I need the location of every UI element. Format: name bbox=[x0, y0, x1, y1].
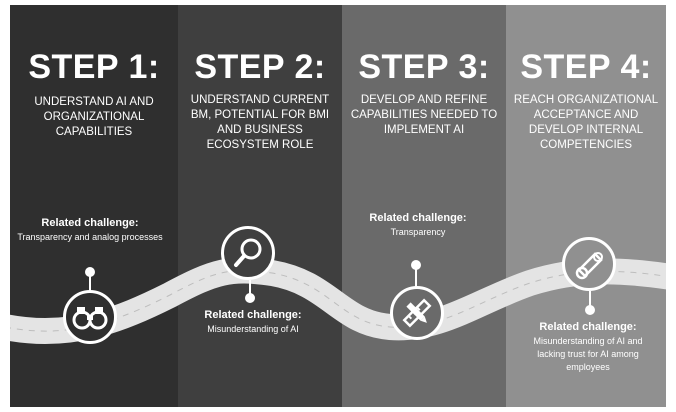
step-3-title: STEP 3: bbox=[358, 48, 490, 86]
step-2-challenge-label: Related challenge: bbox=[204, 309, 302, 321]
step-3-pin-line bbox=[415, 267, 417, 289]
step-4-panel: STEP 4: REACH ORGANIZATIONAL ACCEPTANCE … bbox=[506, 5, 666, 407]
step-4-challenge-label: Related challenge: bbox=[539, 321, 637, 333]
step-4-pin-dot bbox=[585, 305, 595, 315]
step-4-pin-line bbox=[589, 291, 591, 309]
magnifier-icon bbox=[221, 226, 275, 280]
step-1-pin-line bbox=[89, 273, 91, 295]
binoculars-icon bbox=[63, 290, 117, 344]
step-3-panel: STEP 3: DEVELOP AND REFINE CAPABILITIES … bbox=[342, 5, 506, 407]
step-3-challenge-text: Transparency bbox=[390, 227, 446, 237]
step-2-description: UNDERSTAND CURRENT BM, POTENTIAL FOR BMI… bbox=[190, 94, 330, 151]
step-1-title: STEP 1: bbox=[28, 48, 160, 86]
step-3-challenge: Related challenge: Transparency bbox=[348, 211, 488, 239]
step-2-pin-dot bbox=[245, 293, 255, 303]
step-2-pin-line bbox=[249, 280, 251, 298]
step-4-title: STEP 4: bbox=[520, 48, 652, 86]
step-3-challenge-label: Related challenge: bbox=[369, 212, 467, 224]
step-1-challenge-text: Transparency and analog processes bbox=[17, 232, 163, 242]
roadmap-diagram: STEP 1: UNDERSTAND AI AND ORGANIZATIONAL… bbox=[10, 5, 666, 407]
step-3-description: DEVELOP AND REFINE CAPABILITIES NEEDED T… bbox=[350, 94, 498, 136]
winding-road bbox=[10, 257, 666, 345]
step-1-challenge: Related challenge: Transparency and anal… bbox=[10, 216, 170, 244]
step-1-pin-dot bbox=[85, 267, 95, 277]
step-4-description: REACH ORGANIZATIONAL ACCEPTANCE AND DEVE… bbox=[513, 94, 659, 151]
ruler-pencil-icon bbox=[390, 286, 444, 340]
scroll-icon bbox=[562, 237, 616, 291]
step-2-title: STEP 2: bbox=[194, 48, 326, 86]
road-centerline bbox=[10, 270, 666, 332]
step-1-challenge-label: Related challenge: bbox=[41, 217, 139, 229]
step-4-challenge-text: Misunderstanding of AI and lacking trust… bbox=[533, 336, 643, 372]
step-1-description: UNDERSTAND AI AND ORGANIZATIONAL CAPABIL… bbox=[34, 96, 154, 138]
step-2-challenge: Related challenge: Misunderstanding of A… bbox=[178, 308, 328, 336]
step-4-challenge: Related challenge: Misunderstanding of A… bbox=[520, 320, 656, 374]
step-2-panel: STEP 2: UNDERSTAND CURRENT BM, POTENTIAL… bbox=[178, 5, 342, 407]
step-2-challenge-text: Misunderstanding of AI bbox=[207, 324, 299, 334]
